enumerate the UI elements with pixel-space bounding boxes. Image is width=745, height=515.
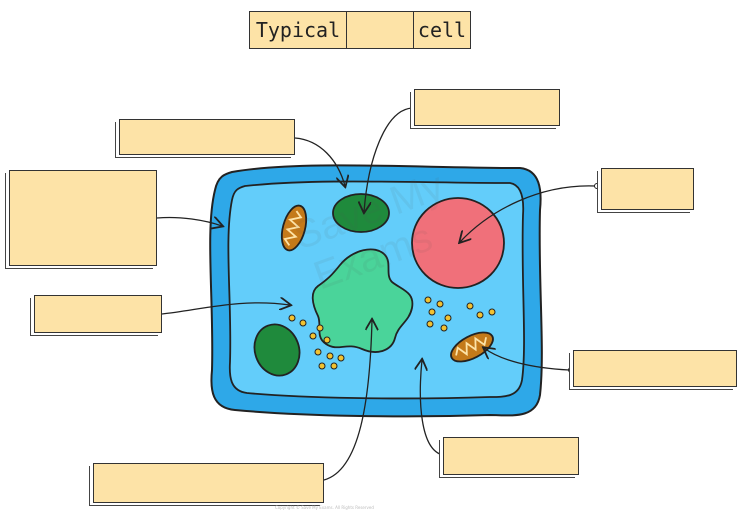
label-bottom-left[interactable]	[93, 463, 324, 503]
mitochondrion-left	[280, 204, 308, 252]
label-bottom-right[interactable]	[443, 437, 579, 475]
connector-dot-right-top	[594, 183, 600, 189]
title-blank-box[interactable]	[346, 12, 414, 48]
label-right-top[interactable]	[601, 168, 694, 210]
arrow-to-cytoplasm	[420, 360, 444, 456]
pointer-arrows	[156, 107, 596, 481]
arrow-to-ribosomes	[161, 303, 290, 315]
mitochondrion-right	[450, 331, 494, 363]
label-left-middle[interactable]	[34, 295, 162, 333]
ribosomes-right	[424, 296, 496, 332]
chloroplast-bottom	[253, 323, 301, 377]
arrow-to-vacuole	[460, 185, 596, 242]
arrow-to-membrane	[294, 137, 345, 186]
label-top-center[interactable]	[414, 89, 560, 126]
diagram-title: Typical cell	[249, 11, 471, 49]
copyright-text: Copyright © Save My Exams. All Rights Re…	[275, 505, 374, 510]
arrow-to-nucleus	[323, 320, 372, 481]
label-right-middle[interactable]	[573, 350, 737, 387]
label-top-left[interactable]	[119, 119, 295, 155]
arrow-to-cell-wall	[156, 217, 222, 226]
title-word-typical: Typical	[255, 18, 341, 42]
arrow-to-chloroplast-top	[364, 107, 413, 212]
arrow-to-mitochondrion	[484, 348, 570, 371]
ribosomes-left	[288, 314, 345, 370]
label-left-large[interactable]	[9, 170, 157, 266]
title-word-cell: cell	[417, 18, 467, 42]
nucleus	[311, 248, 414, 353]
